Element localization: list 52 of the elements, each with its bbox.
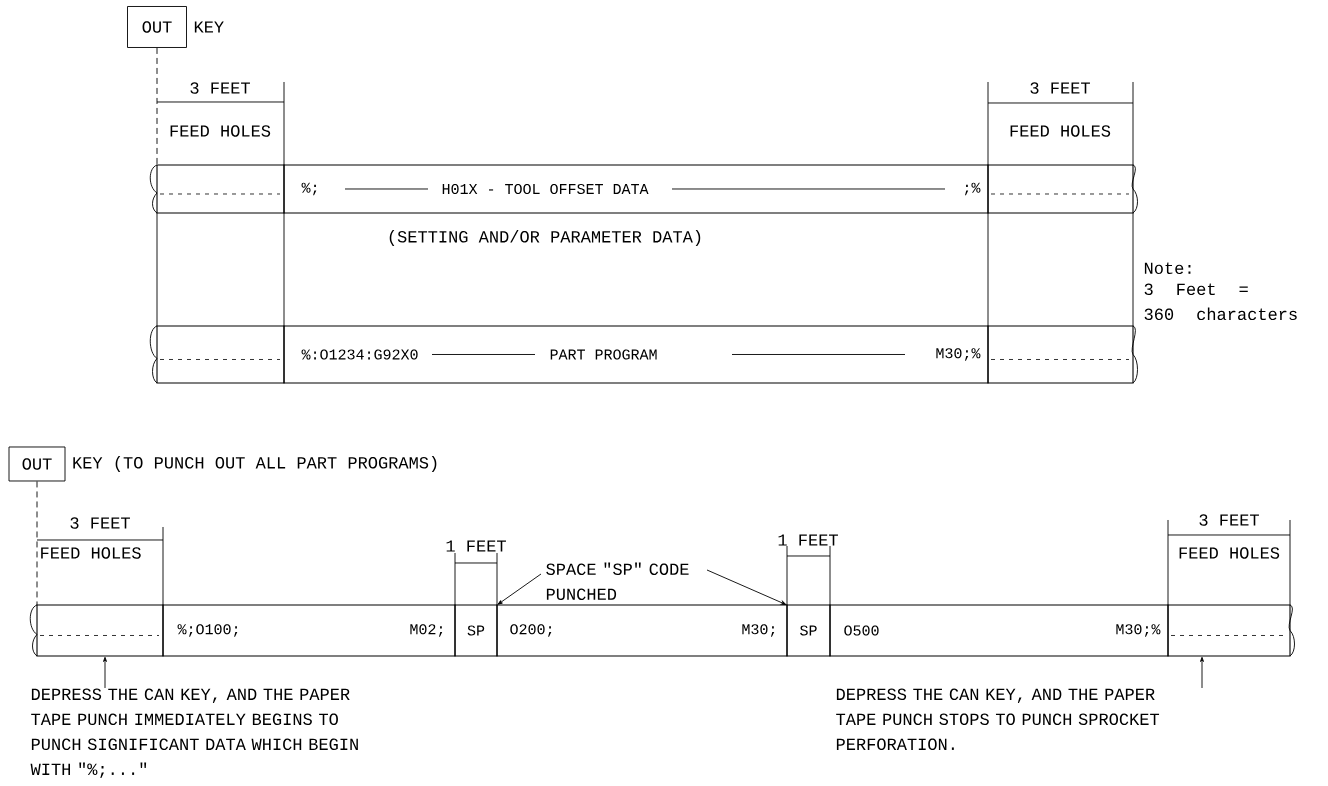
code-text: PART PROGRAM <box>550 349 657 360</box>
tape-cell <box>454 604 498 657</box>
label: FEED HOLES <box>170 125 271 137</box>
label: 3 FEET <box>1199 514 1259 526</box>
code-text: M30;% <box>1116 624 1161 637</box>
label: FEED HOLES <box>1179 547 1280 559</box>
code-text: M30;% <box>936 348 981 361</box>
feed-hole-cell <box>36 604 164 657</box>
feed-hole-cell <box>987 164 1134 214</box>
label: FEED HOLES <box>41 547 141 559</box>
code-text: %; <box>301 182 317 196</box>
leader-line <box>706 569 787 605</box>
tape-cell <box>786 604 831 657</box>
feed-hole-cell <box>156 164 285 214</box>
code-text: H01X - TOOL OFFSET DATA <box>442 183 649 195</box>
code-text: %:O1234:G92X0 <box>301 349 418 360</box>
code-text: SP <box>800 625 817 636</box>
note-text: DEPRESS THE CAN KEY, AND THE PAPER TAPE PUNCH IMMEDIATELY BEGINS TO PUNCH SIGNIFICANT DATA WHICH BEGIN WITH "%;..." <box>30 688 358 778</box>
code-text: O200; <box>510 624 552 637</box>
tape-cell <box>496 604 788 657</box>
label: 1 FEET <box>778 534 838 546</box>
key-box: OUT <box>8 446 66 482</box>
leader-line <box>103 656 107 689</box>
code-text: M30; <box>742 624 775 637</box>
note-text: SPACE "SP" CODE PUNCHED <box>546 562 689 601</box>
feed-hole-cell <box>1167 604 1291 657</box>
tape-cell <box>162 604 456 657</box>
code-text: SP <box>467 625 485 636</box>
connector-line <box>156 47 158 166</box>
tape-cell <box>283 325 989 384</box>
leader-line <box>1200 656 1204 689</box>
note-text: DEPRESS THE CAN KEY, AND THE PAPER TAPE PUNCH STOPS TO PUNCH SPROCKET PERFORATION. <box>836 688 1160 751</box>
tape-cell <box>283 164 989 214</box>
key-box: OUT <box>127 6 187 48</box>
code-text: M02; <box>410 624 443 637</box>
key-label: KEY (TO PUNCH OUT ALL PART PROGRAMS) <box>73 456 437 472</box>
label: 3 FEET <box>70 517 130 529</box>
label: 3 FEET <box>190 82 250 94</box>
label: 3 FEET <box>1030 82 1090 94</box>
label: Note: <box>1144 262 1191 275</box>
leader-line <box>497 573 542 605</box>
label: 1 FEET <box>446 540 506 552</box>
label: FEED HOLES <box>1010 125 1111 137</box>
label: (SETTING AND/OR PARAMETER DATA) <box>389 230 701 246</box>
code-text: O500 <box>844 625 879 636</box>
code-text: %;O100; <box>177 624 238 637</box>
feed-hole-cell <box>987 212 1134 384</box>
feed-hole-cell <box>156 212 285 384</box>
tape-cell <box>829 604 1169 657</box>
connector-line <box>36 481 38 606</box>
key-label: KEY <box>194 21 224 33</box>
code-text: ;% <box>965 182 981 196</box>
